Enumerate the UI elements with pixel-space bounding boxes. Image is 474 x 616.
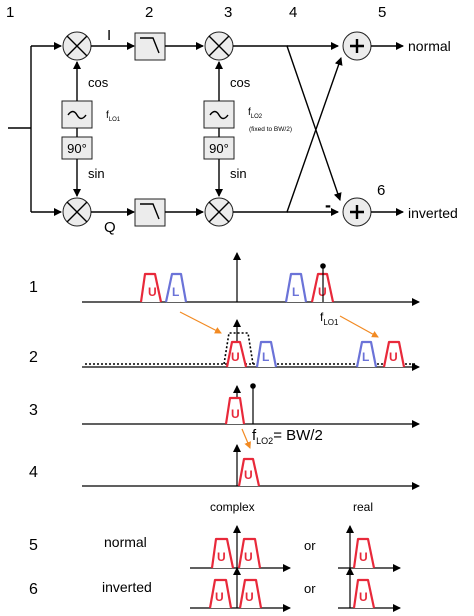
svg-text:90°: 90° — [67, 141, 87, 156]
upper-sideband: U — [389, 350, 398, 364]
q-label: Q — [104, 219, 116, 236]
flo1-label: fLO1 — [320, 310, 339, 327]
lo2-label: fLO2 — [248, 107, 263, 120]
output-inverted: inverted — [408, 205, 458, 221]
stage-label-6: 6 — [377, 182, 385, 199]
row5-normal-label: normal — [104, 534, 147, 550]
minus-sign: - — [325, 195, 331, 215]
filter-passband — [223, 332, 254, 365]
row-label-3: 3 — [29, 402, 38, 419]
spectrum-row-3: U fLO2= BW/2 — [82, 383, 420, 449]
upper-sideband: U — [244, 468, 253, 482]
lo1-cos: cos — [88, 75, 109, 90]
row-label-6: 6 — [29, 581, 38, 598]
mixer-q-2 — [204, 197, 234, 227]
stage-label-1: 1 — [6, 4, 14, 21]
upper-sideband: U — [231, 350, 240, 364]
lowpass-filter-i — [134, 32, 166, 61]
lo1-oscillator — [61, 100, 93, 129]
flo2-label: fLO2= BW/2 — [252, 427, 323, 446]
upper-sideband: U — [318, 285, 327, 299]
lo2-oscillator — [203, 100, 235, 129]
lo2-cos: cos — [230, 75, 251, 90]
spectrum-row-2: U L L U — [82, 319, 420, 371]
input-line — [8, 46, 32, 212]
i-label: I — [107, 27, 111, 44]
row6-inverted-label: inverted — [102, 579, 152, 595]
spectrum-row-6: inverted U U or U — [102, 567, 401, 612]
row-label-4: 4 — [29, 464, 38, 481]
stage-label-3: 3 — [224, 4, 232, 21]
upper-sideband: U — [215, 590, 224, 604]
lowpass-filter-q — [134, 198, 166, 227]
spectrum-row-4: U — [82, 444, 420, 490]
lower-sideband: L — [172, 285, 179, 299]
upper-sideband: U — [244, 550, 253, 564]
svg-text:90°: 90° — [209, 141, 229, 156]
stage-label-4: 4 — [289, 4, 297, 21]
upper-sideband: U — [231, 407, 240, 421]
mixer-q-1 — [62, 197, 92, 227]
stage-label-2: 2 — [145, 4, 153, 21]
lo1-phase-shifter: 90° — [61, 136, 93, 160]
spectrum-row-1: U L L U fLO1 — [82, 252, 420, 338]
lower-sideband: L — [362, 350, 369, 364]
lo1-label: fLO1 — [106, 110, 121, 123]
row-label-5: 5 — [29, 537, 38, 554]
lo2-note: (fixed to BW/2) — [249, 126, 292, 133]
lo2-sin: sin — [230, 166, 247, 181]
spectrum-row-5: normal U U or U — [104, 525, 401, 572]
real-header: real — [353, 500, 373, 514]
adder-inverted — [342, 197, 372, 227]
row-label-1: 1 — [29, 279, 38, 296]
upper-sideband: U — [245, 590, 254, 604]
block-diagram: 1 2 3 4 5 6 I Q — [6, 4, 458, 236]
upper-sideband: U — [359, 550, 368, 564]
adder-normal — [342, 31, 372, 61]
row-label-2: 2 — [29, 349, 38, 366]
mixer-i-2 — [204, 31, 234, 61]
or-label: or — [304, 581, 316, 596]
lo1-sin: sin — [88, 166, 105, 181]
or-label: or — [304, 538, 316, 553]
spectra: 1 2 3 4 5 6 U L L U fLO1 U L L — [29, 252, 420, 612]
lower-sideband: L — [292, 285, 299, 299]
upper-sideband: U — [217, 550, 226, 564]
upper-sideband: U — [148, 285, 157, 299]
complex-header: complex — [210, 500, 255, 514]
mixer-i-1 — [62, 31, 92, 61]
wire-i-to-inverted — [233, 45, 342, 201]
lower-sideband: L — [262, 350, 269, 364]
upper-sideband: U — [359, 590, 368, 604]
lo2-phase-shifter: 90° — [203, 136, 235, 160]
stage-label-5: 5 — [378, 4, 386, 21]
output-normal: normal — [408, 38, 451, 54]
